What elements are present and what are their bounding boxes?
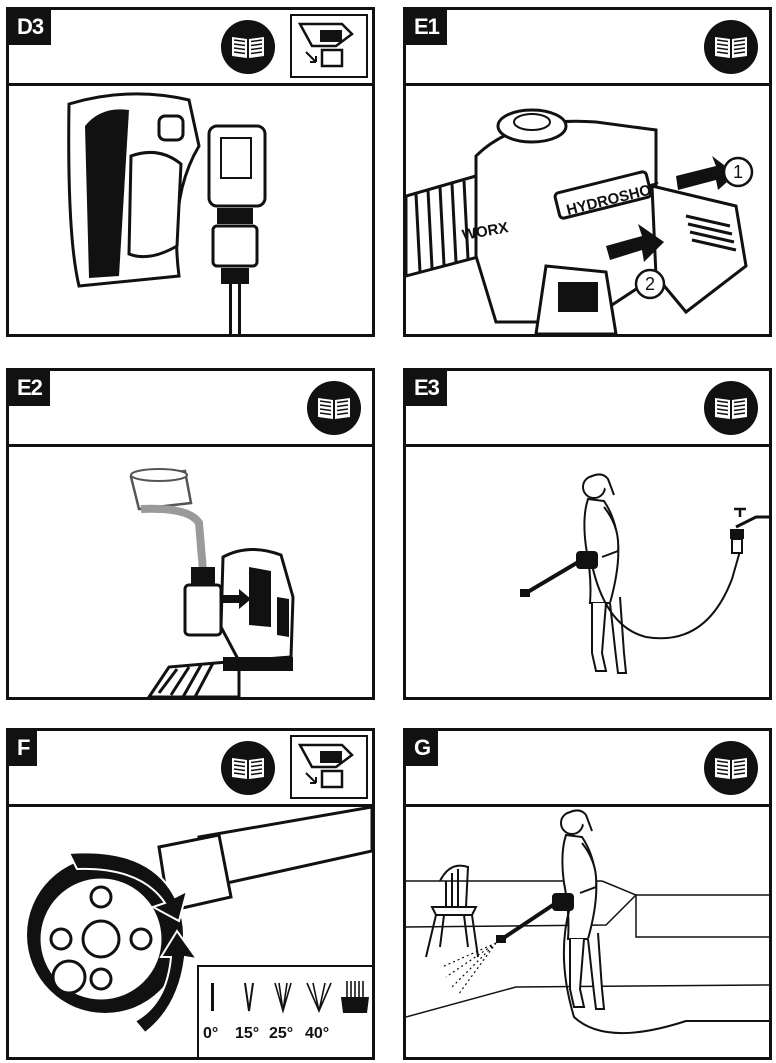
book-icon (704, 381, 758, 435)
panel-header: E3 (406, 371, 769, 447)
panel-illustration (406, 807, 769, 1057)
panel-header: E2 (9, 371, 372, 447)
panel-header: F (9, 731, 372, 807)
inset-detail-image (290, 14, 368, 78)
panel-illustration (9, 86, 372, 334)
step-number-1: 1 (733, 162, 743, 182)
panel-e1: E1 HYDROSHOT WORX (403, 7, 772, 337)
spray-angle-legend: 0° 15° 25° 40° (197, 965, 372, 1057)
angle-15-label: 15° (235, 1025, 260, 1042)
step-number-2: 2 (645, 274, 655, 294)
step-label: G (406, 731, 439, 766)
panel-illustration (406, 447, 769, 697)
panel-f: F (6, 728, 375, 1060)
panel-illustration: 0° 15° 25° 40° (9, 807, 372, 1057)
panel-e3: E3 (403, 368, 772, 700)
panel-e2: E2 (6, 368, 375, 700)
panel-header: E1 (406, 10, 769, 86)
panel-g: G (403, 728, 772, 1060)
panel-illustration (9, 447, 372, 697)
panel-illustration: HYDROSHOT WORX 1 2 (406, 86, 769, 334)
book-icon (307, 381, 361, 435)
step-label: E2 (9, 371, 50, 406)
book-icon (704, 741, 758, 795)
panel-header: G (406, 731, 769, 807)
book-icon (221, 741, 275, 795)
angle-0-label: 0° (203, 1025, 219, 1042)
book-icon (704, 20, 758, 74)
step-label: F (9, 731, 38, 766)
step-label: E3 (406, 371, 447, 406)
book-icon (221, 20, 275, 74)
inset-detail-image (290, 735, 368, 799)
angle-40-label: 40° (305, 1025, 330, 1042)
step-label: E1 (406, 10, 447, 45)
step-label: D3 (9, 10, 52, 45)
panel-header: D3 (9, 10, 372, 86)
angle-25-label: 25° (269, 1025, 294, 1042)
panel-d3: D3 (6, 7, 375, 337)
